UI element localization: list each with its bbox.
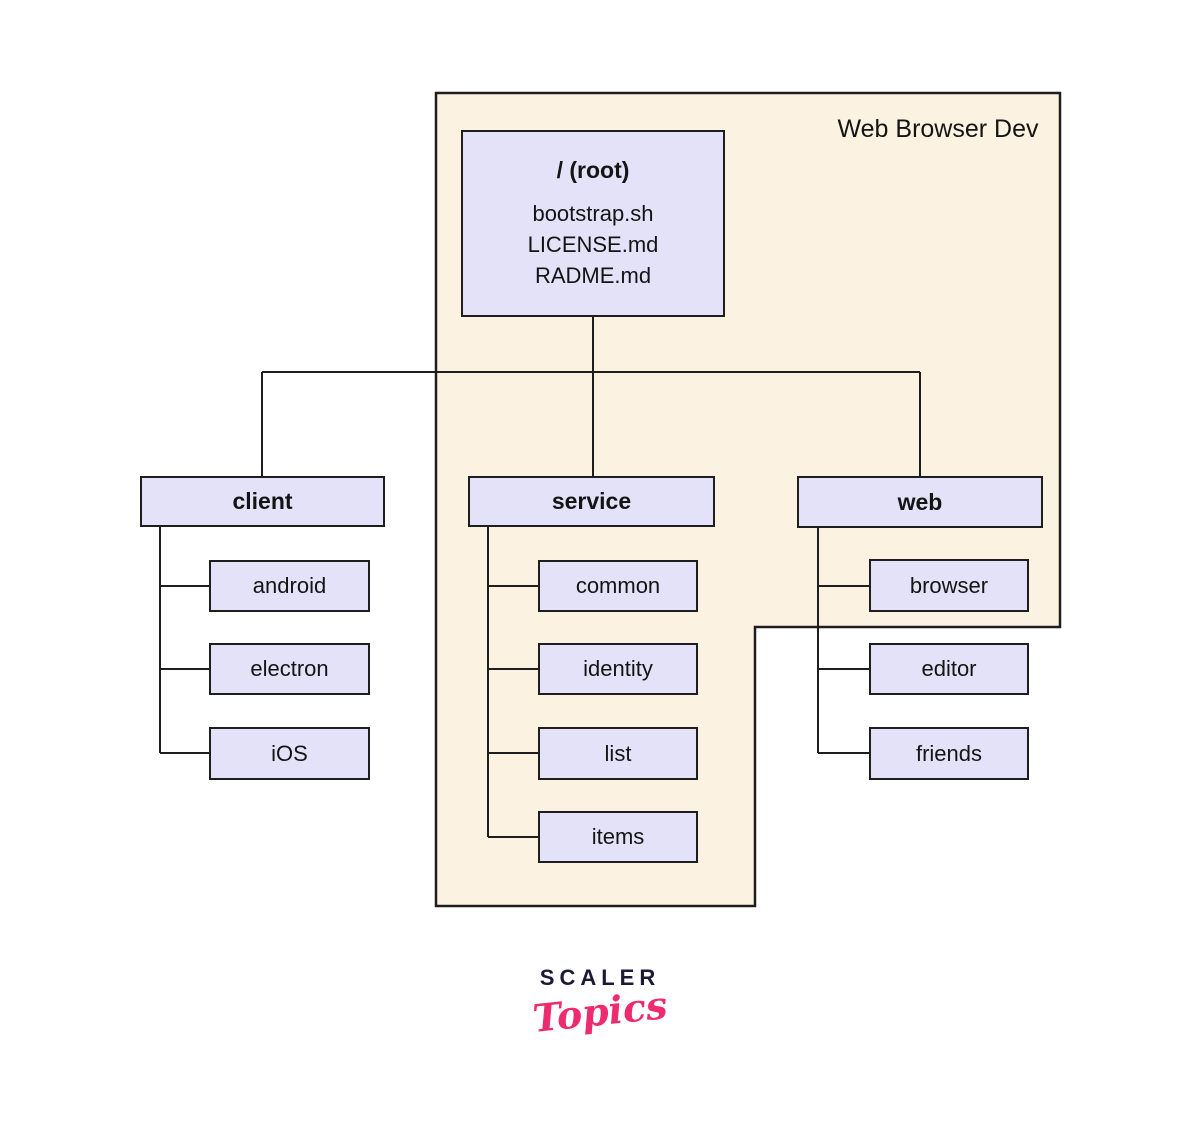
container-label: Web Browser Dev [837, 115, 1039, 143]
node-android: android [209, 560, 370, 612]
node-ios: iOS [209, 727, 370, 780]
root-file: LICENSE.md [527, 232, 659, 257]
logo-wordmark: SCALER [539, 965, 661, 990]
node-electron: electron [209, 643, 370, 695]
node-identity: identity [538, 643, 698, 695]
node-list: list [538, 727, 698, 780]
node-web: web [797, 476, 1043, 528]
node-service: service [468, 476, 715, 527]
node-browser: browser [869, 559, 1029, 612]
node-editor: editor [869, 643, 1029, 695]
root-file: bootstrap.sh [532, 201, 654, 226]
node-items: items [538, 811, 698, 863]
scaler-topics-logo: SCALER Topics [500, 965, 700, 1041]
root-node: / (root) bootstrap.sh LICENSE.md RADME.m… [461, 130, 725, 317]
root-node-files: bootstrap.sh LICENSE.md RADME.md [463, 198, 723, 291]
node-client: client [140, 476, 385, 527]
node-friends: friends [869, 727, 1029, 780]
node-common: common [538, 560, 698, 612]
root-file: RADME.md [534, 263, 652, 288]
root-node-title: / (root) [556, 157, 630, 183]
